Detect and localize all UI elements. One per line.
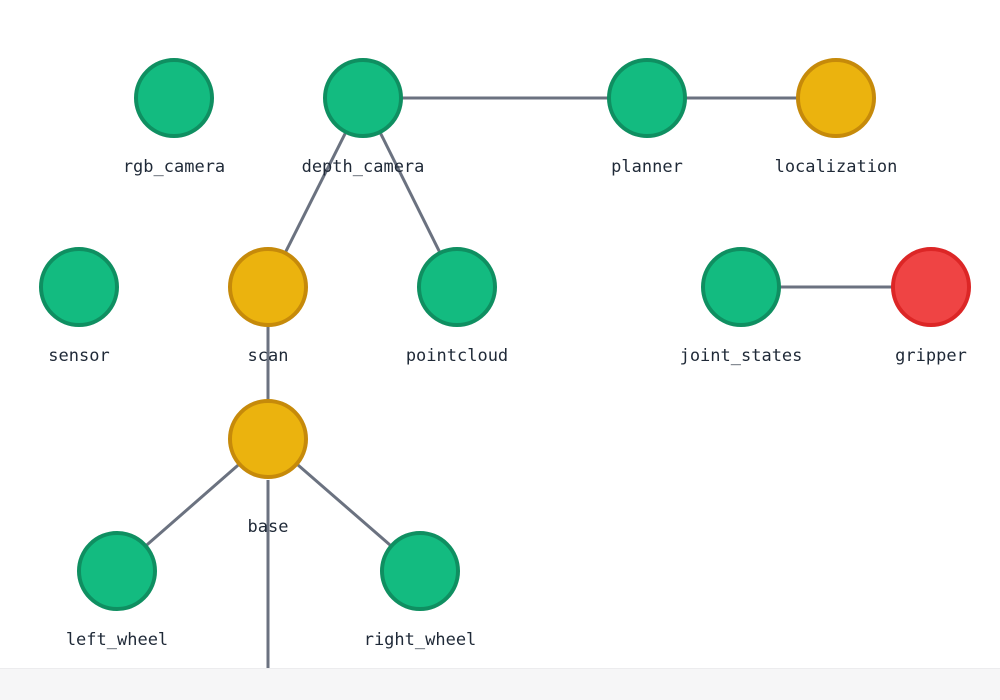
node-planner[interactable]: planner <box>607 58 687 177</box>
node-left_wheel[interactable]: left_wheel <box>66 531 168 650</box>
node-joint_states-circle[interactable] <box>701 247 781 327</box>
node-depth_camera-circle[interactable] <box>323 58 403 138</box>
node-planner-circle[interactable] <box>607 58 687 138</box>
node-rgb_camera[interactable]: rgb_camera <box>123 58 225 177</box>
node-left_wheel-label: left_wheel <box>66 630 168 650</box>
node-depth_camera[interactable]: depth_camera <box>302 58 425 177</box>
node-pointcloud-label: pointcloud <box>406 346 508 366</box>
edges-layer <box>144 96 893 548</box>
edge-depth_camera-pointcloud <box>378 131 442 254</box>
node-localization-label: localization <box>775 157 898 177</box>
node-localization[interactable]: localization <box>775 58 898 177</box>
node-scan-label: scan <box>248 346 289 366</box>
node-rgb_camera-circle[interactable] <box>134 58 214 138</box>
node-right_wheel-label: right_wheel <box>364 630 477 650</box>
node-pointcloud[interactable]: pointcloud <box>406 247 508 366</box>
edge-base-left_wheel <box>144 462 241 548</box>
edge-base-right_wheel <box>295 462 393 548</box>
node-base[interactable]: base <box>228 399 308 537</box>
node-joint_states-label: joint_states <box>680 346 803 366</box>
node-depth_camera-label: depth_camera <box>302 157 425 177</box>
bottom-scroll-fade <box>0 668 1000 700</box>
node-gripper-label: gripper <box>895 346 967 366</box>
node-scan-circle[interactable] <box>228 247 308 327</box>
node-pointcloud-circle[interactable] <box>417 247 497 327</box>
node-left_wheel-circle[interactable] <box>77 531 157 611</box>
node-gripper[interactable]: gripper <box>891 247 971 366</box>
node-sensor[interactable]: sensor <box>39 247 119 366</box>
node-sensor-label: sensor <box>48 346 109 366</box>
node-base-circle[interactable] <box>228 399 308 479</box>
node-base-label: base <box>248 517 289 537</box>
edge-depth_camera-scan <box>283 131 348 254</box>
node-sensor-circle[interactable] <box>39 247 119 327</box>
node-scan[interactable]: scan <box>228 247 308 366</box>
node-joint_states[interactable]: joint_states <box>680 247 803 366</box>
node-gripper-circle[interactable] <box>891 247 971 327</box>
nodes-layer: rgb_camera depth_camera planner localizatio… <box>39 58 971 650</box>
node-localization-circle[interactable] <box>796 58 876 138</box>
node-planner-label: planner <box>611 157 683 177</box>
node-right_wheel-circle[interactable] <box>380 531 460 611</box>
node-right_wheel[interactable]: right_wheel <box>364 531 477 650</box>
node-rgb_camera-label: rgb_camera <box>123 157 225 177</box>
